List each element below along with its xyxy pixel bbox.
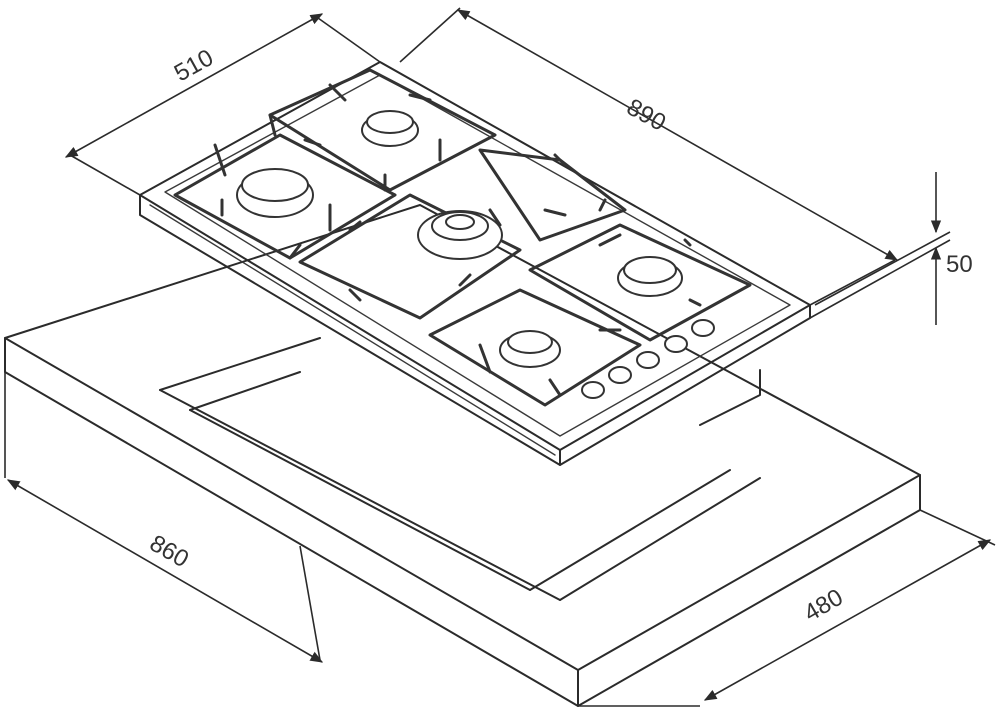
dim-line-860 — [6, 479, 324, 663]
knob-5 — [691, 319, 715, 337]
control-knobs — [581, 319, 715, 399]
dim-line-890 — [456, 9, 899, 261]
countertop-side-edge — [577, 474, 921, 707]
cutout-right-edge — [529, 469, 761, 601]
cutout-front-edge — [159, 389, 561, 601]
countertop-top-surface — [4, 204, 921, 671]
countertop-front-edge — [4, 337, 579, 707]
grate-front — [428, 288, 642, 407]
knob-4 — [664, 335, 688, 353]
dim-line-510 — [64, 13, 324, 158]
hob-front-edge — [139, 194, 561, 466]
knob-3 — [636, 351, 660, 369]
dim-label-50: 50 — [946, 251, 973, 278]
dim-label-510: 510 — [170, 44, 218, 87]
knob-2 — [608, 366, 632, 384]
countertop — [4, 204, 921, 707]
hob-bevel — [149, 204, 556, 456]
grate-middle — [298, 193, 522, 320]
dim-label-480: 480 — [800, 584, 848, 627]
cutout-left-edge — [159, 337, 321, 411]
dim-label-890: 890 — [622, 94, 670, 137]
dimensions: 510 890 50 860 480 — [4, 7, 996, 707]
dim-line-480 — [703, 539, 992, 701]
grate-right-back — [478, 148, 627, 242]
dim-label-860: 860 — [145, 530, 193, 573]
cutout-back-right — [699, 369, 761, 426]
knob-1 — [581, 381, 605, 399]
